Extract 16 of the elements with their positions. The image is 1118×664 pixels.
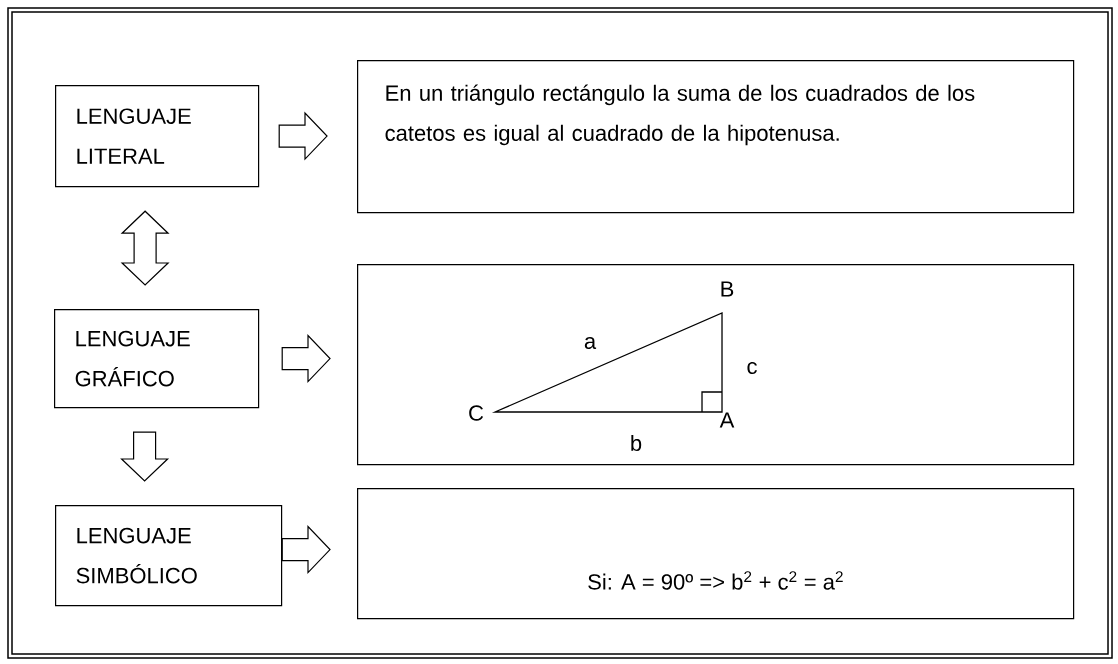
formula-box: Si: A = 90º => b$^{2}$ + c$^{2}$ = a$^{2}$: [357, 488, 1075, 620]
block-arrow: [120, 210, 170, 286]
block-arrow: [278, 111, 328, 161]
side-label: b: [631, 434, 642, 452]
block-arrow: [281, 525, 331, 575]
vertex-label: C: [469, 405, 484, 421]
side-label: c: [747, 362, 757, 375]
block-arrow: [281, 334, 331, 384]
text-box: En un triángulo rectángulo la suma de los cuadrados de los catetos es igual al cuadrado de la hipotenusa.: [357, 60, 1075, 214]
vertex-label: A: [719, 412, 735, 428]
vertex-label: B: [721, 281, 734, 297]
label-box: LENGUAJE GRÁFICO: [54, 309, 260, 409]
side-label: a: [584, 337, 597, 350]
label-box: LENGUAJE SIMBÓLICO: [55, 505, 283, 607]
label-box: LENGUAJE LITERAL: [55, 85, 260, 188]
block-arrow: [120, 431, 170, 482]
